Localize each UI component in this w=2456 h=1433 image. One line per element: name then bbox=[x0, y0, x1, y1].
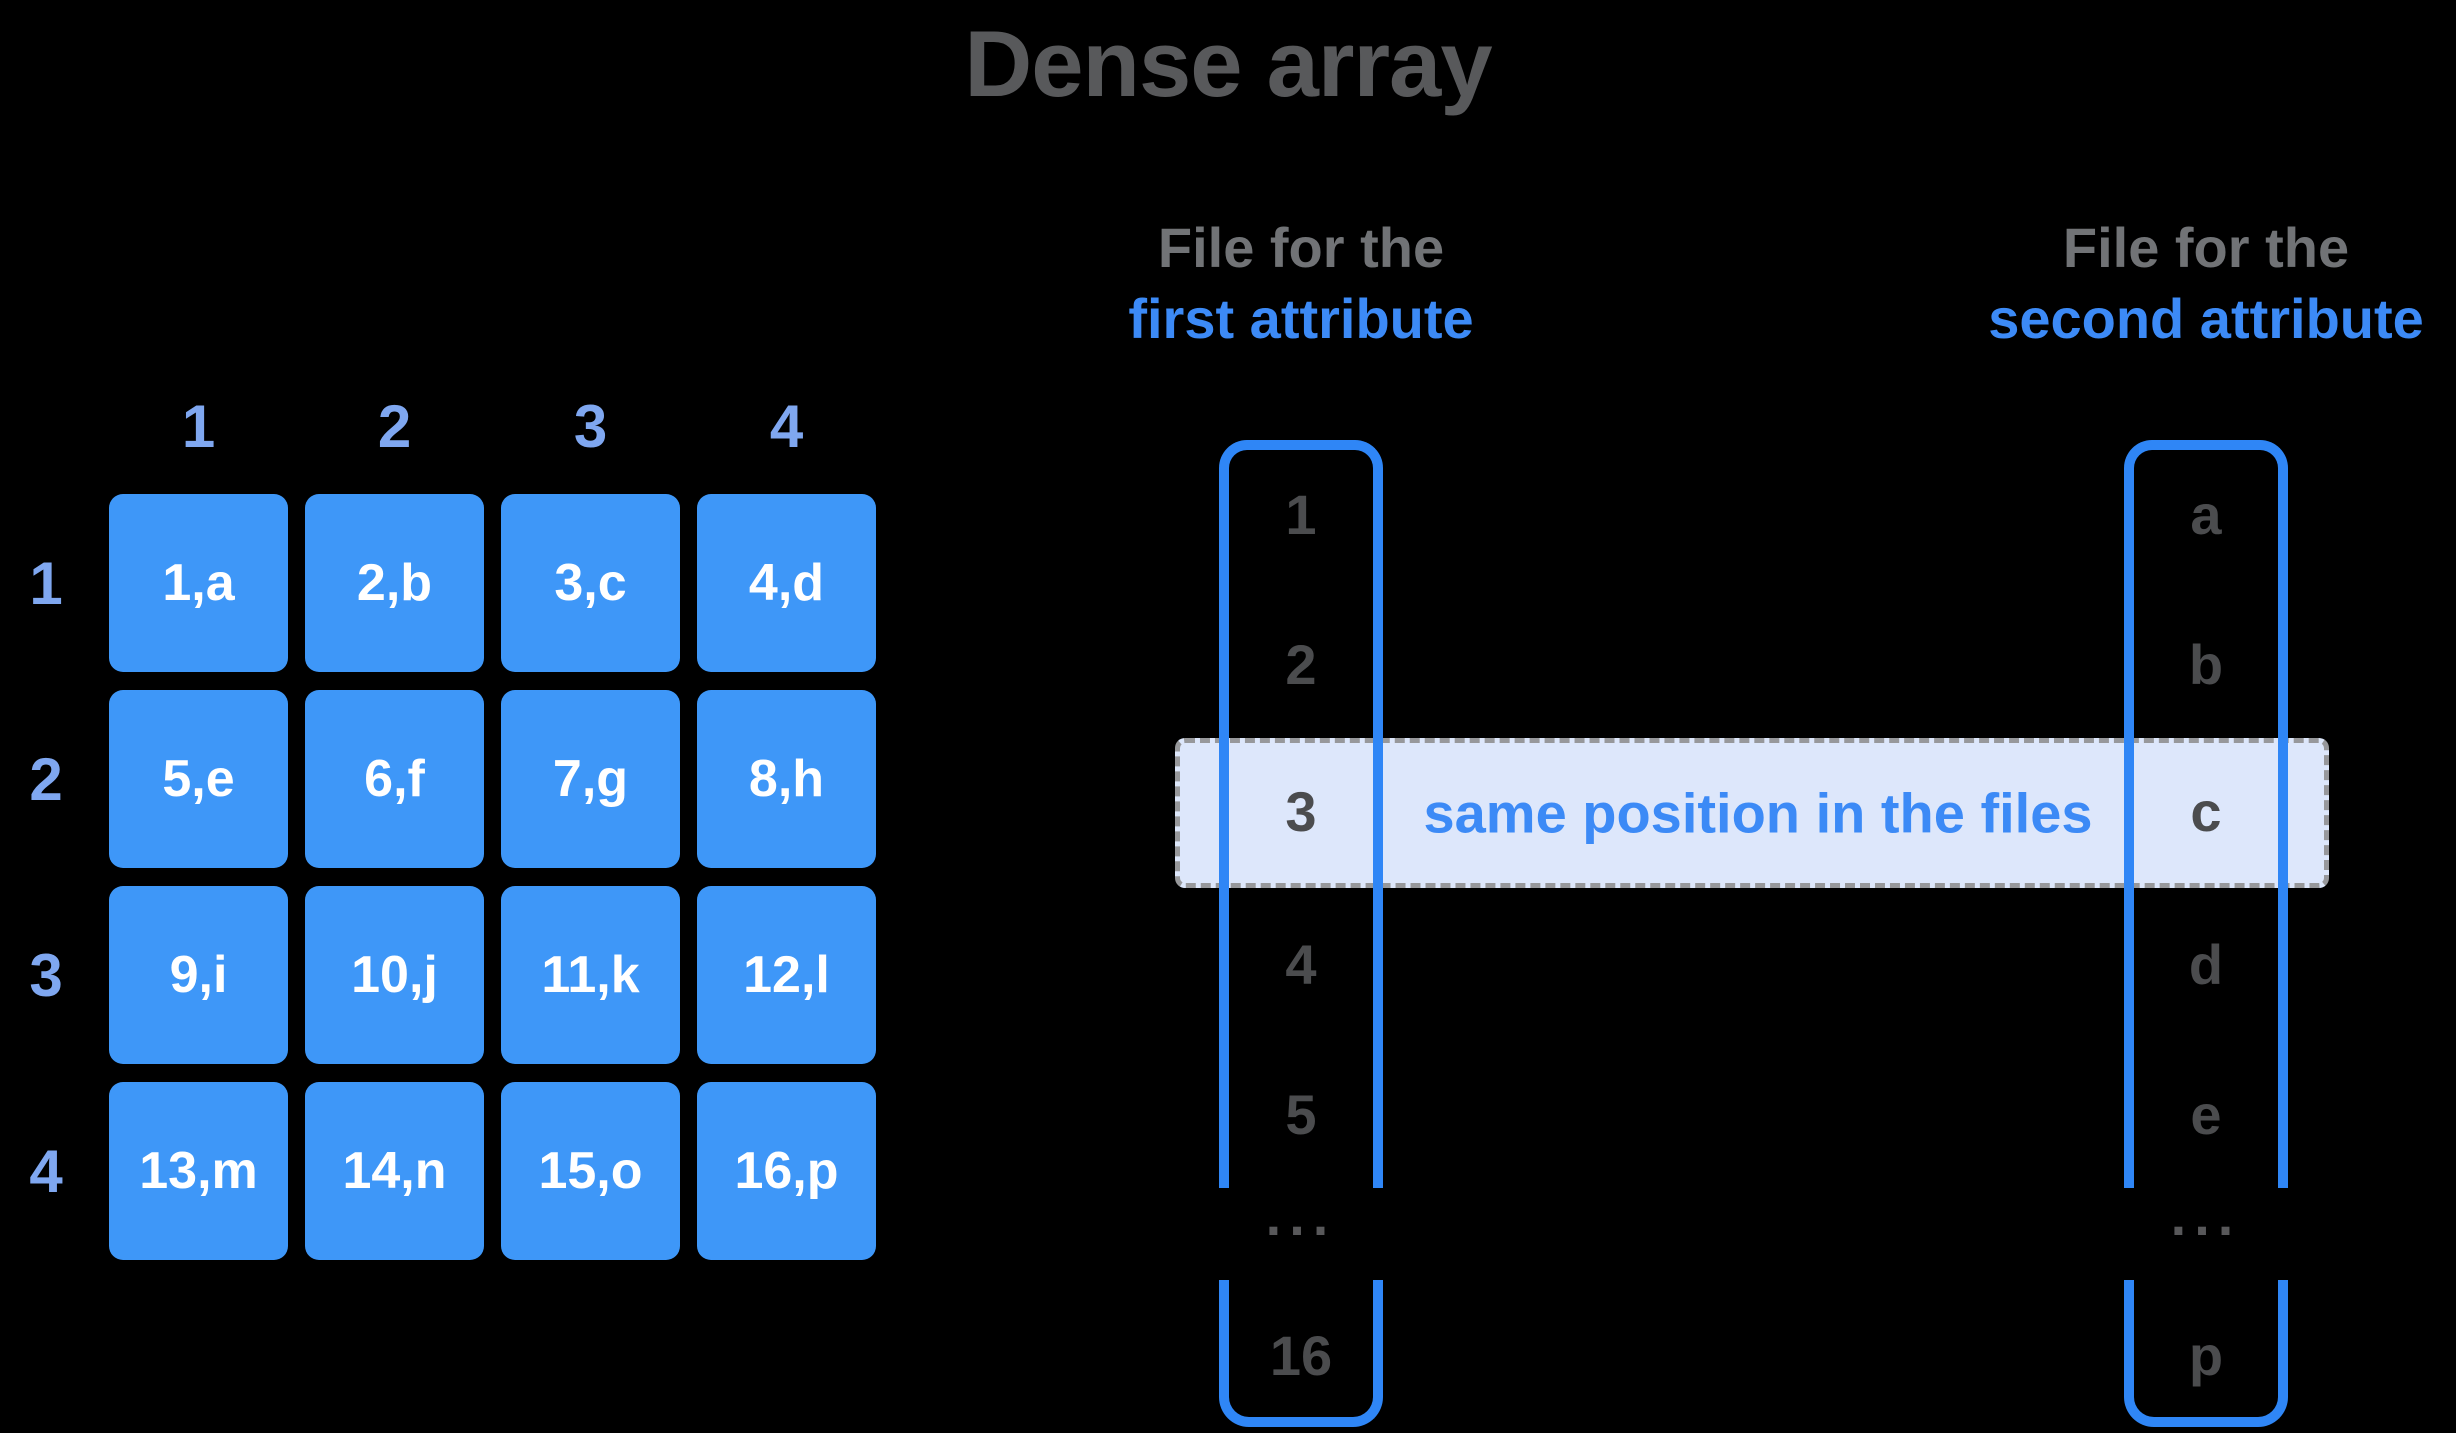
col-label-3: 3 bbox=[573, 393, 608, 460]
grid-cell-1-4: 4,d bbox=[697, 494, 876, 672]
file-second-outline-top bbox=[2124, 440, 2288, 1188]
file-second-header: File for the second attribute bbox=[1988, 212, 2424, 354]
file-second-header-line2: second attribute bbox=[1988, 287, 2424, 350]
grid-cell-1-2: 2,b bbox=[305, 494, 484, 672]
file-second-outline-bottom bbox=[2124, 1280, 2288, 1427]
col-label-4: 4 bbox=[769, 393, 804, 460]
grid-cell-4-1: 13,m bbox=[109, 1082, 288, 1260]
grid-cell-2-3: 7,g bbox=[501, 690, 680, 868]
grid-cell-2-1: 5,e bbox=[109, 690, 288, 868]
file-second-item-a: a bbox=[2190, 483, 2222, 546]
file-second-item-b: b bbox=[2188, 633, 2224, 696]
grid-cell-3-3: 11,k bbox=[501, 886, 680, 1064]
col-label-1: 1 bbox=[181, 393, 216, 460]
row-label-2: 2 bbox=[29, 745, 63, 813]
same-position-band: same position in the files bbox=[1175, 738, 2329, 888]
grid-cell-1-1: 1,a bbox=[109, 494, 288, 672]
dense-array-grid: 1 2 3 4 1 1,a 2,b 3,c 4,d 2 5,e 6,f 7,g … bbox=[0, 392, 876, 1260]
file-second-header-line1: File for the bbox=[2062, 216, 2350, 279]
grid-cell-3-1: 9,i bbox=[109, 886, 288, 1064]
file-second-item-e: e bbox=[2190, 1083, 2222, 1146]
row-label-1: 1 bbox=[29, 549, 63, 617]
file-second-item-c: c bbox=[2190, 780, 2222, 843]
file-first-item-3: 3 bbox=[1285, 780, 1317, 843]
page-title: Dense array bbox=[964, 11, 1492, 116]
grid-cell-2-4: 8,h bbox=[697, 690, 876, 868]
grid-cell-2-2: 6,f bbox=[305, 690, 484, 868]
grid-cell-4-3: 15,o bbox=[501, 1082, 680, 1260]
file-second-item-d: d bbox=[2188, 933, 2224, 996]
file-first-header: File for the first attribute bbox=[1128, 212, 1473, 354]
row-label-3: 3 bbox=[29, 941, 63, 1009]
grid-cell-4-4: 16,p bbox=[697, 1082, 876, 1260]
row-label-4: 4 bbox=[29, 1137, 63, 1205]
file-second-ellipsis: ... bbox=[2170, 1184, 2242, 1247]
grid-cell-3-2: 10,j bbox=[305, 886, 484, 1064]
grid-cell-1-3: 3,c bbox=[501, 494, 680, 672]
file-first-item-4: 4 bbox=[1285, 933, 1317, 996]
file-first-item-16: 16 bbox=[1269, 1324, 1333, 1387]
file-first-column: 1 2 3 4 5 ... 16 bbox=[1219, 440, 1383, 1433]
file-first-header-line1: File for the bbox=[1157, 216, 1445, 279]
file-first-item-1: 1 bbox=[1285, 483, 1317, 546]
same-position-label: same position in the files bbox=[1423, 781, 2093, 845]
grid-cell-4-2: 14,n bbox=[305, 1082, 484, 1260]
file-first-outline-top bbox=[1219, 440, 1383, 1188]
file-first-item-2: 2 bbox=[1285, 633, 1317, 696]
file-first-header-line2: first attribute bbox=[1128, 287, 1474, 350]
file-first-outline-bottom bbox=[1219, 1280, 1383, 1427]
file-first-ellipsis: ... bbox=[1265, 1184, 1337, 1247]
col-label-2: 2 bbox=[377, 393, 412, 460]
file-second-column: a b c d e ... p bbox=[2124, 440, 2288, 1433]
grid-cell-3-4: 12,l bbox=[697, 886, 876, 1064]
file-second-item-p: p bbox=[2188, 1324, 2224, 1387]
file-first-item-5: 5 bbox=[1285, 1083, 1317, 1146]
grid-corner-spacer bbox=[0, 392, 92, 476]
